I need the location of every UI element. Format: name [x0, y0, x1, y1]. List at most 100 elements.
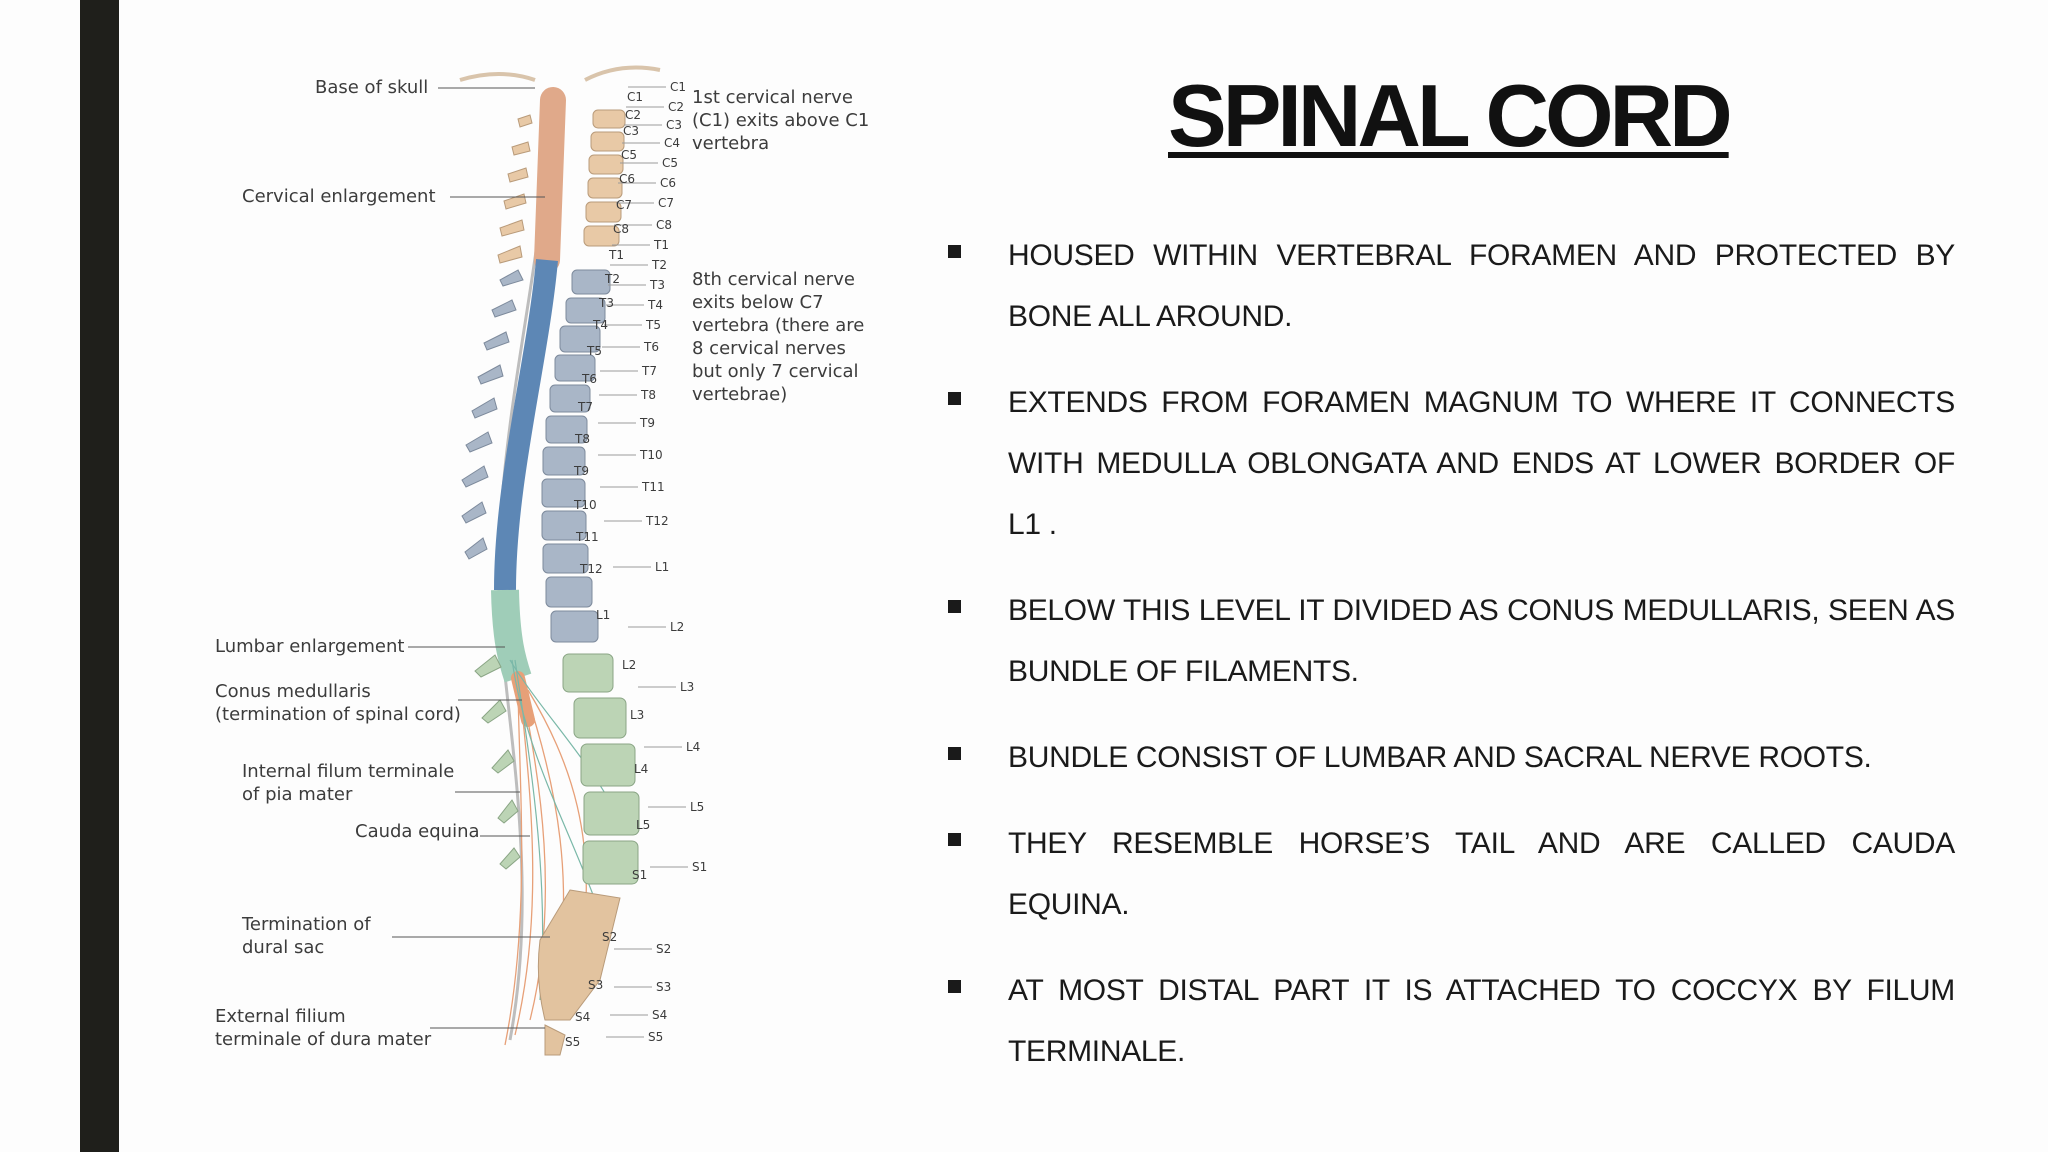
nerve-label: T10 [640, 448, 663, 462]
vertebra-label: L1 [596, 608, 611, 622]
bullet-item: THEY RESEMBLE HORSE’S TAIL AND ARE CALLE… [940, 813, 1955, 935]
label-first-cervical-nerve: 1st cervical nerve (C1) exits above C1 v… [692, 87, 870, 154]
vertebra-label: S4 [575, 1010, 591, 1024]
nerve-label: C7 [658, 196, 675, 210]
square-bullet-icon [948, 392, 961, 405]
square-bullet-icon [948, 245, 961, 258]
vertebra-label: T5 [587, 344, 602, 358]
label-base-of-skull: Base of skull [315, 77, 429, 98]
vertebra-label: C1 [627, 90, 644, 104]
label-lumbar-enlargement: Lumbar enlargement [215, 636, 405, 657]
nerve-root-lines [598, 86, 688, 1038]
vertebra-label: T2 [605, 272, 620, 286]
spinous-processes [461, 269, 524, 560]
skull-base-right [584, 65, 661, 82]
sacrum [537, 889, 621, 1021]
label-cauda-equina: Cauda equina [355, 821, 480, 842]
skull-base-left [459, 72, 536, 82]
spine-illustration [392, 65, 688, 1056]
vertebra-label: S1 [632, 868, 648, 882]
nerve-label: S5 [648, 1030, 664, 1044]
label-eighth-cervical-nerve: 8th cervical nerve exits below C7 verteb… [692, 269, 865, 405]
nerve-label: L3 [680, 680, 695, 694]
nerve-label: C1 [670, 80, 687, 94]
square-bullet-icon [948, 833, 961, 846]
nerve-label: T5 [646, 318, 661, 332]
bullet-item: HOUSED WITHIN VERTEBRAL FORAMEN AND PROT… [940, 225, 1955, 347]
slide-title: SPINAL CORD [1168, 66, 1733, 165]
vertebra-label: S5 [565, 1035, 581, 1049]
cervical-vertebrae [583, 109, 626, 247]
vertebra-label: T11 [576, 530, 599, 544]
bullet-text: HOUSED WITHIN VERTEBRAL FORAMEN AND PROT… [1008, 239, 1955, 333]
nerve-label: T8 [641, 388, 656, 402]
square-bullet-icon [948, 600, 961, 613]
nerve-label: L4 [686, 740, 701, 754]
cervical-spinous-processes [497, 114, 533, 264]
vertebra-label: T4 [593, 318, 608, 332]
spinal-cord-diagram: Base of skull Cervical enlargement Lumba… [200, 60, 900, 1080]
nerve-label: T11 [642, 480, 665, 494]
vertebra-label: S2 [602, 930, 618, 944]
vertebra-label: L3 [630, 708, 645, 722]
left-leader-lines [392, 87, 550, 1029]
vertebra-label: T1 [609, 248, 624, 262]
vertebra-label: T3 [599, 296, 614, 310]
square-bullet-icon [948, 747, 961, 760]
bullet-item: AT MOST DISTAL PART IT IS ATTACHED TO CO… [940, 960, 1955, 1082]
nerve-label: L5 [690, 800, 705, 814]
nerve-label: C3 [666, 118, 683, 132]
nerve-label: C2 [668, 100, 685, 114]
nerve-label: L1 [655, 560, 670, 574]
cord-cervical [534, 87, 566, 273]
vertebra-label: T9 [574, 464, 589, 478]
bullet-text: EXTENDS FROM FORAMEN MAGNUM TO WHERE IT … [1008, 386, 1955, 541]
nerve-label: T3 [650, 278, 665, 292]
coccyx [544, 1024, 566, 1056]
lumbar-spinous-processes [474, 654, 521, 870]
bullet-text: BUNDLE CONSIST OF LUMBAR AND SACRAL NERV… [1008, 741, 1872, 774]
vertebra-label: T6 [582, 372, 597, 386]
vertebra-label: C6 [619, 172, 636, 186]
square-bullet-icon [948, 980, 961, 993]
nerve-label: T9 [640, 416, 655, 430]
label-conus-medullaris: Conus medullaris (termination of spinal … [215, 681, 461, 725]
bullet-item: BUNDLE CONSIST OF LUMBAR AND SACRAL NERV… [940, 727, 1955, 788]
vertebra-label: C5 [621, 148, 638, 162]
nerve-label: T7 [642, 364, 657, 378]
label-internal-filum: Internal filum terminale of pia mater [242, 761, 455, 805]
vertebra-label: L5 [636, 818, 651, 832]
nerve-label: T6 [644, 340, 659, 354]
thoracic-vertebrae [541, 269, 611, 643]
nerve-label: S4 [652, 1008, 668, 1022]
vertebra-label: S3 [588, 978, 604, 992]
vertebra-label: C3 [623, 124, 640, 138]
vertebra-label: T8 [575, 432, 590, 446]
vertebra-label: C7 [616, 198, 633, 212]
nerve-label: L2 [670, 620, 685, 634]
nerve-label: C4 [664, 136, 681, 150]
nerve-label: S1 [692, 860, 708, 874]
label-termination-dural-sac: Termination of dural sac [242, 914, 371, 958]
nerve-label: T2 [652, 258, 667, 272]
vertebra-label: T12 [580, 562, 603, 576]
label-cervical-enlargement: Cervical enlargement [242, 186, 436, 207]
slide-accent-bar [80, 0, 119, 1152]
nerve-label: C6 [660, 176, 677, 190]
nerve-label: S3 [656, 980, 672, 994]
bullet-text: THEY RESEMBLE HORSE’S TAIL AND ARE CALLE… [1008, 827, 1955, 921]
nerve-label: T1 [654, 238, 669, 252]
bullet-item: EXTENDS FROM FORAMEN MAGNUM TO WHERE IT … [940, 372, 1955, 555]
nerve-label: C8 [656, 218, 673, 232]
lumbar-vertebrae [562, 653, 640, 885]
cord-thoracic [494, 259, 558, 591]
bullet-list: HOUSED WITHIN VERTEBRAL FORAMEN AND PROT… [940, 225, 1955, 1107]
nerve-label: T12 [646, 514, 669, 528]
vertebra-label: C2 [625, 108, 642, 122]
nerve-label: T4 [648, 298, 663, 312]
nerve-label: S2 [656, 942, 672, 956]
nerve-label: C5 [662, 156, 679, 170]
bullet-text: AT MOST DISTAL PART IT IS ATTACHED TO CO… [1008, 974, 1955, 1068]
vertebra-label: C8 [613, 222, 630, 236]
bullet-text: BELOW THIS LEVEL IT DIVIDED AS CONUS MED… [1008, 594, 1955, 688]
